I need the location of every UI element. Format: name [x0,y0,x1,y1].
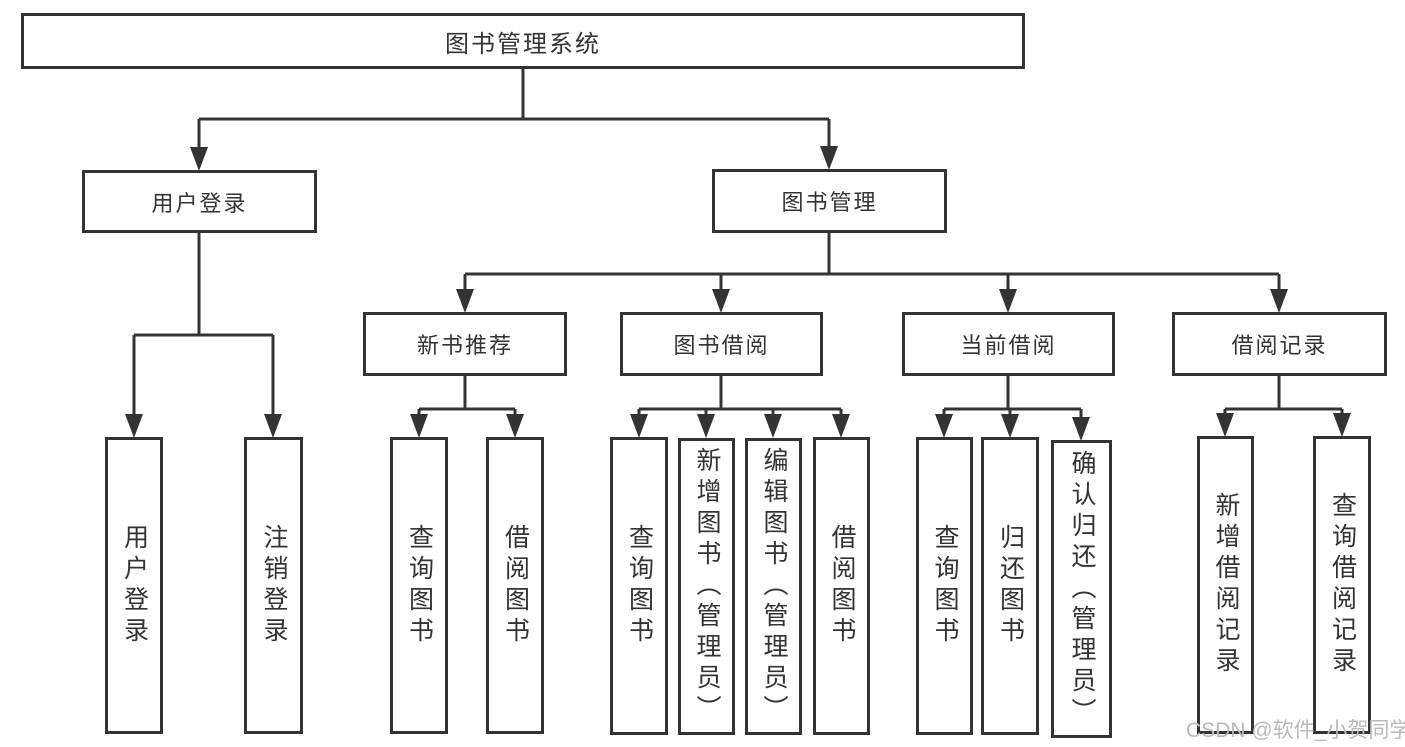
leaf-label: 归还图书 [996,524,1025,648]
leaf-cb-return-books: 归还图书 [981,437,1039,735]
leaf-cb-query-books: 查询图书 [916,437,973,735]
leaf-bb-edit-books-admin: 编辑图书（管理员） [745,438,802,735]
arrowhead [1001,414,1019,438]
node-book-borrow: 图书借阅 [620,312,823,376]
node-new-book-recommend: 新书推荐 [363,312,567,376]
leaf-cb-confirm-return-admin: 确认归还（管理员） [1051,440,1112,738]
leaf-br-add-record: 新增借阅记录 [1197,436,1254,734]
arrowhead [697,414,715,438]
leaf-user-login: 用户登录 [105,437,163,734]
leaf-nbr-query-books: 查询图书 [390,437,448,734]
connector-nbr-to-leaves [417,376,517,417]
arrowhead [506,414,524,438]
arrowhead [190,147,208,171]
leaf-label: 借阅图书 [828,524,856,648]
leaf-br-query-record: 查询借阅记录 [1313,436,1371,734]
leaf-label: 用户登录 [120,523,149,648]
connector-root-to-level2 [197,69,831,150]
arrowhead [1216,413,1234,437]
node-user-login: 用户登录 [82,170,317,233]
node-current-borrow: 当前借阅 [902,312,1115,376]
leaf-logout: 注销登录 [244,437,303,734]
arrowhead [832,414,850,438]
node-library-management-system: 图书管理系统 [21,13,1025,69]
node-borrow-records: 借阅记录 [1172,312,1387,376]
arrowhead [125,414,143,438]
arrowhead [630,414,648,438]
arrowhead [712,289,730,313]
leaf-label: 查询借阅记录 [1328,492,1357,678]
leaf-label: 注销登录 [260,523,288,648]
arrowhead [410,414,428,438]
arrowhead [820,146,838,170]
arrowhead [456,289,474,313]
leaf-label: 确认归还（管理员） [1068,449,1096,729]
leaf-bb-query-books: 查询图书 [610,437,668,735]
leaf-label: 查询图书 [405,523,434,648]
node-book-management: 图书管理 [712,169,947,233]
leaf-label: 新增借阅记录 [1212,492,1240,678]
arrowhead [264,414,282,438]
arrowhead [935,414,953,438]
arrowhead [1270,289,1288,313]
leaf-bb-add-books-admin: 新增图书（管理员） [678,438,735,735]
connector-cb-to-leaves [942,376,1083,419]
leaf-bb-borrow-books: 借阅图书 [813,437,870,735]
arrowhead [1072,417,1090,441]
connector-br-to-leaves [1223,376,1344,417]
leaf-label: 查询图书 [625,524,654,648]
connector-userlogin-to-leaves [132,233,275,416]
connector-bookmgmt-to-level3 [463,233,1281,292]
leaf-label: 编辑图书（管理员） [760,447,788,726]
leaf-label: 新增图书（管理员） [693,447,721,726]
arrowhead [999,289,1017,313]
arrowhead [1333,413,1351,437]
leaf-nbr-borrow-books: 借阅图书 [486,437,544,734]
csdn-watermark: CSDN @软件_小贺同学 [1186,719,1405,742]
leaf-label: 借阅图书 [501,523,530,648]
connector-bb-to-leaves [637,376,843,417]
leaf-label: 查询图书 [931,524,959,648]
arrowhead [764,414,782,438]
